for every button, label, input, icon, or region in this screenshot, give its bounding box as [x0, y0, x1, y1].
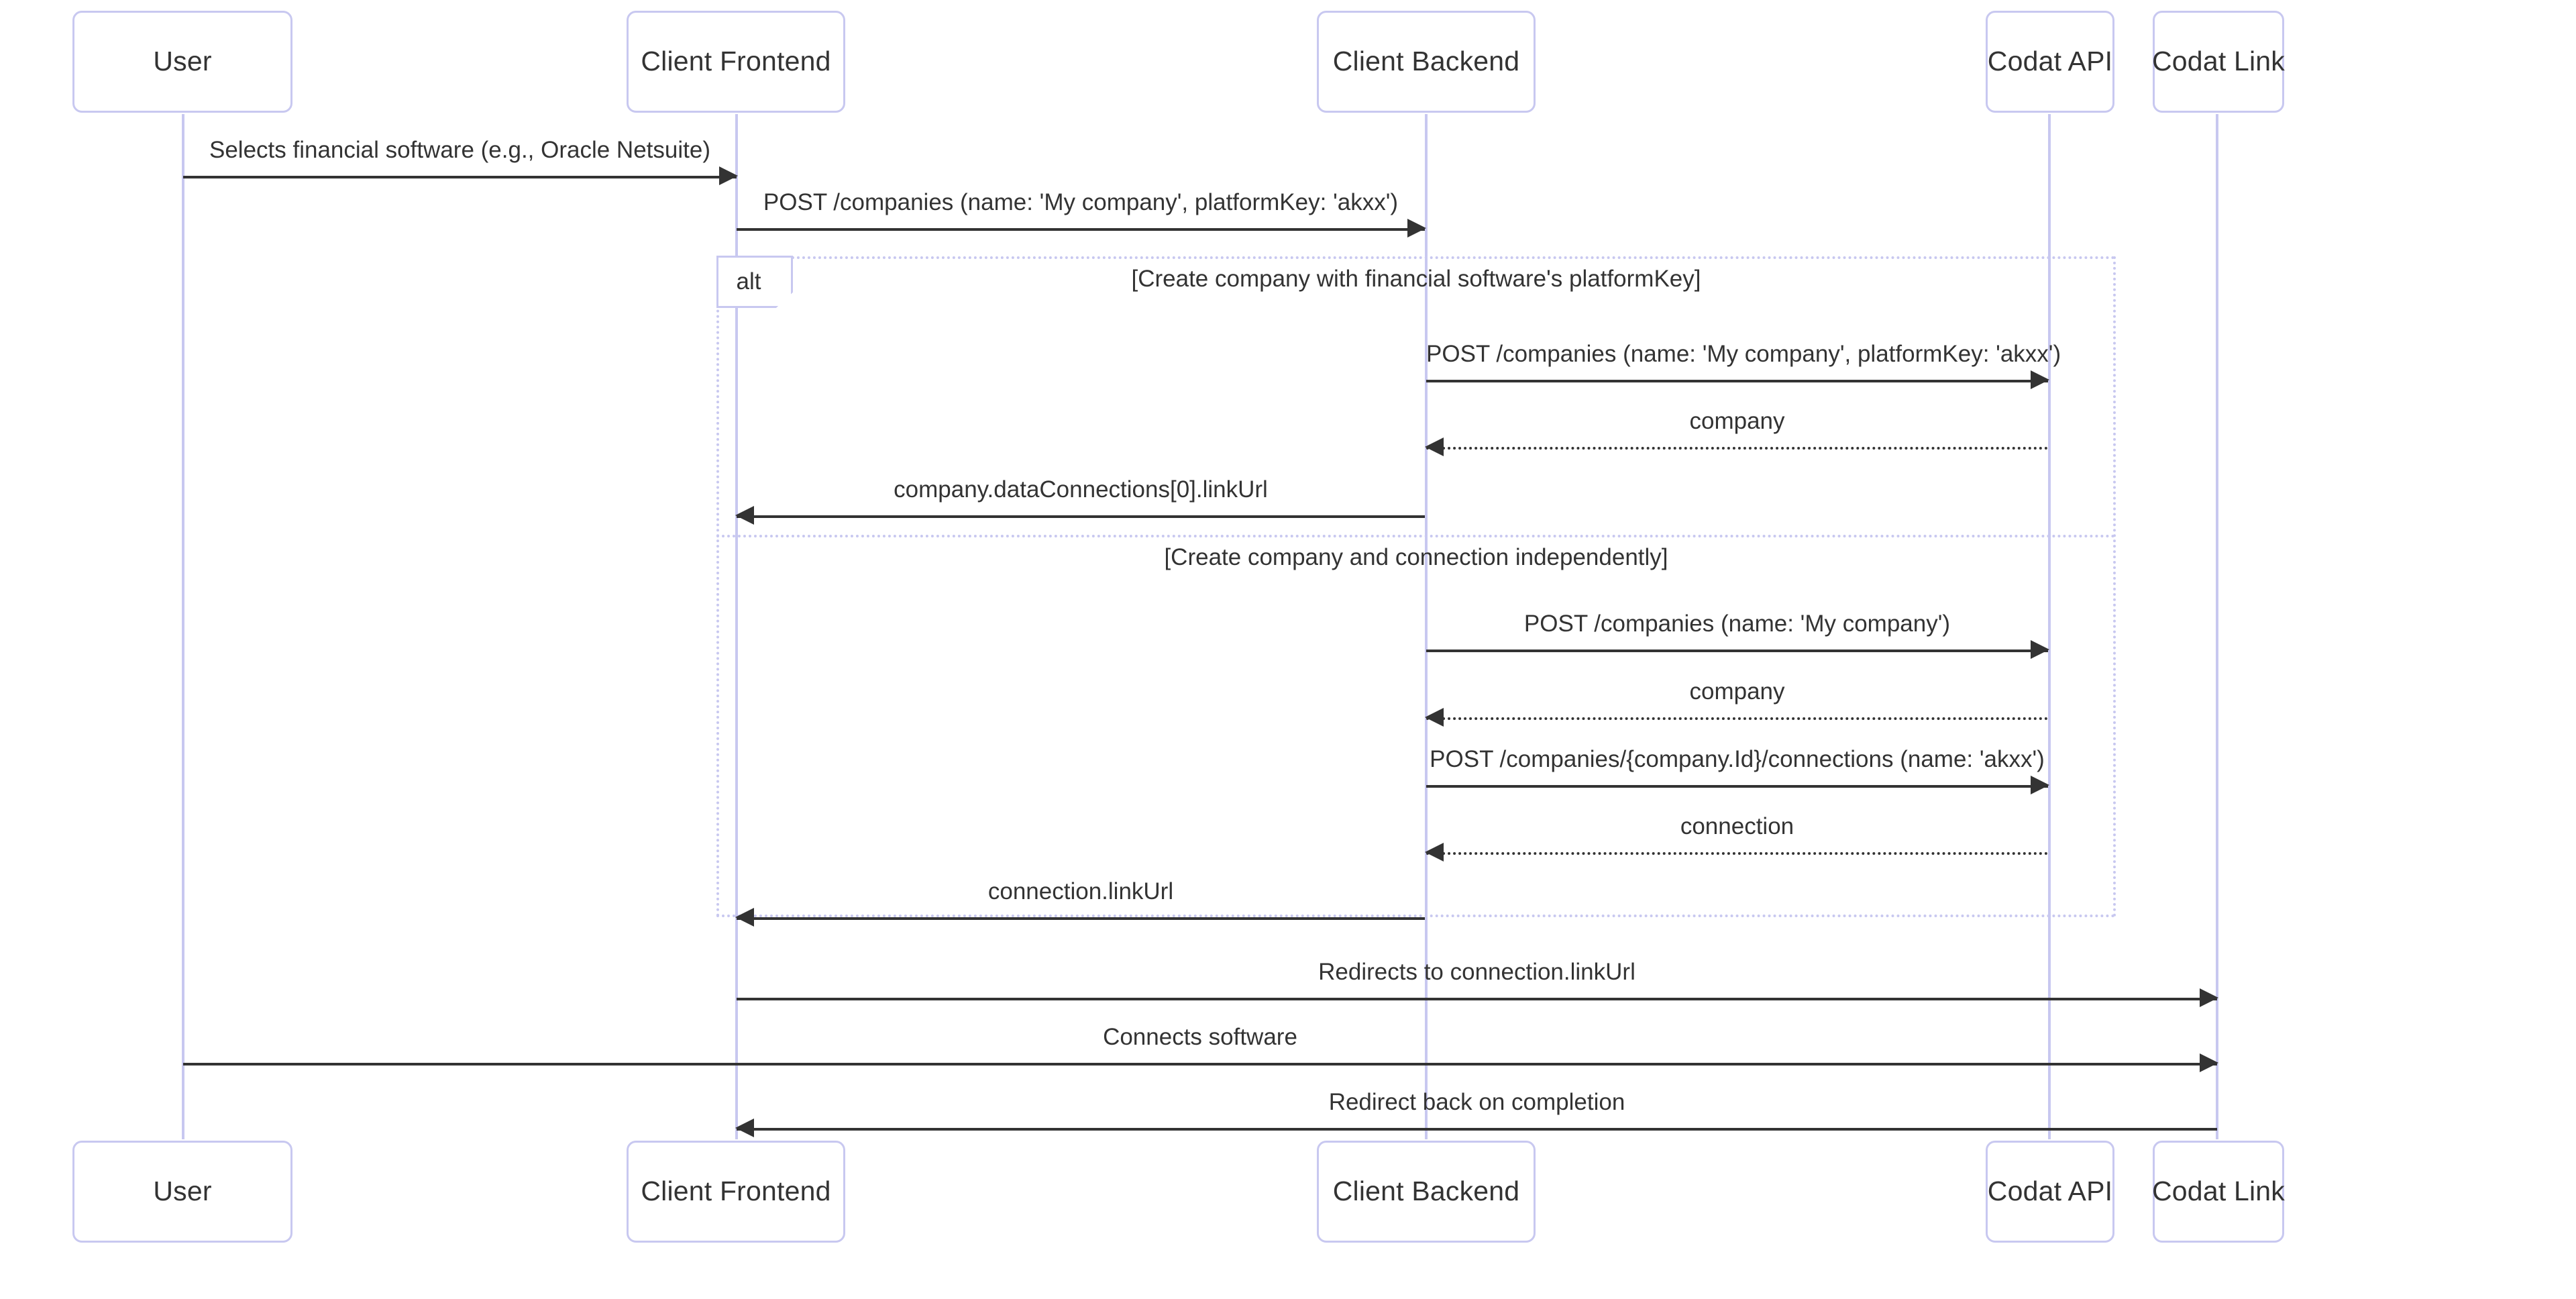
message-line [737, 1128, 2217, 1131]
arrowhead-right-icon [2200, 988, 2218, 1007]
participant-top-client-frontend[interactable]: Client Frontend [627, 11, 845, 113]
arrowhead-left-icon [1425, 708, 1444, 727]
participant-bottom-codat-link-label: Codat Link [2152, 1176, 2286, 1207]
message-line [737, 998, 2217, 1000]
message-line [1426, 785, 2048, 788]
lifeline-user [182, 114, 184, 1139]
arrowhead-right-icon [2200, 1053, 2218, 1072]
lifeline-codat-api [2048, 114, 2051, 1139]
participant-top-codat-api[interactable]: Codat API [1986, 11, 2114, 113]
participant-top-client-backend-label: Client Backend [1332, 46, 1520, 77]
participant-top-user-label: User [153, 46, 212, 77]
participant-bottom-client-backend-label: Client Backend [1332, 1176, 1520, 1207]
participant-bottom-user[interactable]: User [72, 1141, 292, 1243]
arrowhead-right-icon [2031, 776, 2049, 794]
message-post-companies-platformkey-be-to-api-label: POST /companies (name: 'My company', pla… [1426, 341, 2061, 367]
message-company-dataconnections-linkurl-label: company.dataConnections[0].linkUrl [894, 476, 1268, 503]
lifeline-client-backend [1425, 114, 1428, 1139]
message-post-companies-connections-label: POST /companies/{company.Id}/connections… [1430, 746, 2045, 772]
arrowhead-left-icon [735, 506, 754, 525]
participant-top-codat-link[interactable]: Codat Link [2152, 11, 2286, 113]
message-company-response-2-label: company [1689, 678, 1785, 705]
alt-fragment-tab-label: alt [736, 268, 761, 295]
lifeline-codat-link [2216, 114, 2218, 1139]
message-line [737, 917, 1425, 920]
arrowhead-left-icon [735, 1119, 754, 1137]
participant-bottom-codat-api-label: Codat API [1987, 1176, 2113, 1207]
message-redirect-back-on-completion-label: Redirect back on completion [1328, 1089, 1625, 1115]
alt-fragment-tab: alt [716, 256, 793, 308]
arrowhead-right-icon [2031, 640, 2049, 659]
message-redirects-to-connection-linkurl-label: Redirects to connection.linkUrl [1318, 959, 1635, 985]
message-connection-response-label: connection [1680, 813, 1794, 839]
participant-top-user[interactable]: User [72, 11, 292, 113]
message-line [737, 515, 1425, 518]
arrowhead-left-icon [1425, 843, 1444, 862]
arrowhead-right-icon [719, 166, 738, 185]
message-line [1426, 852, 2048, 855]
message-line [1426, 447, 2048, 450]
alt-fragment-divider [716, 535, 2116, 537]
message-line [1426, 380, 2048, 382]
participant-bottom-codat-link[interactable]: Codat Link [2152, 1141, 2286, 1243]
arrowhead-right-icon [1407, 219, 1426, 238]
message-line [737, 228, 1425, 231]
message-connects-software-label: Connects software [1103, 1024, 1297, 1050]
participant-bottom-client-frontend[interactable]: Client Frontend [627, 1141, 845, 1243]
participant-top-client-frontend-label: Client Frontend [641, 46, 831, 77]
message-post-companies-fe-to-be-label: POST /companies (name: 'My company', pla… [763, 189, 1399, 215]
message-line [1426, 650, 2048, 652]
message-line [1426, 717, 2048, 720]
arrowhead-left-icon [1425, 437, 1444, 456]
message-selects-financial-software-label: Selects financial software (e.g., Oracle… [209, 137, 710, 163]
message-post-companies-be-to-api-label: POST /companies (name: 'My company') [1523, 611, 1951, 637]
message-company-response-1-label: company [1689, 408, 1785, 434]
participant-bottom-client-frontend-label: Client Frontend [641, 1176, 831, 1207]
alt-branch-1-condition: [Create company with financial software'… [1131, 266, 1701, 292]
message-line [183, 176, 737, 178]
message-line [183, 1063, 2217, 1066]
message-connection-linkurl-label: connection.linkUrl [987, 878, 1174, 904]
alt-branch-2-condition: [Create company and connection independe… [1164, 544, 1668, 570]
participant-top-client-backend[interactable]: Client Backend [1317, 11, 1536, 113]
participant-bottom-client-backend[interactable]: Client Backend [1317, 1141, 1536, 1243]
lifeline-client-frontend [735, 114, 738, 1139]
participant-top-codat-api-label: Codat API [1987, 46, 2113, 77]
participant-top-codat-link-label: Codat Link [2152, 46, 2286, 77]
arrowhead-right-icon [2031, 370, 2049, 389]
participant-bottom-user-label: User [153, 1176, 212, 1207]
arrowhead-left-icon [735, 908, 754, 927]
participant-bottom-codat-api[interactable]: Codat API [1986, 1141, 2114, 1243]
